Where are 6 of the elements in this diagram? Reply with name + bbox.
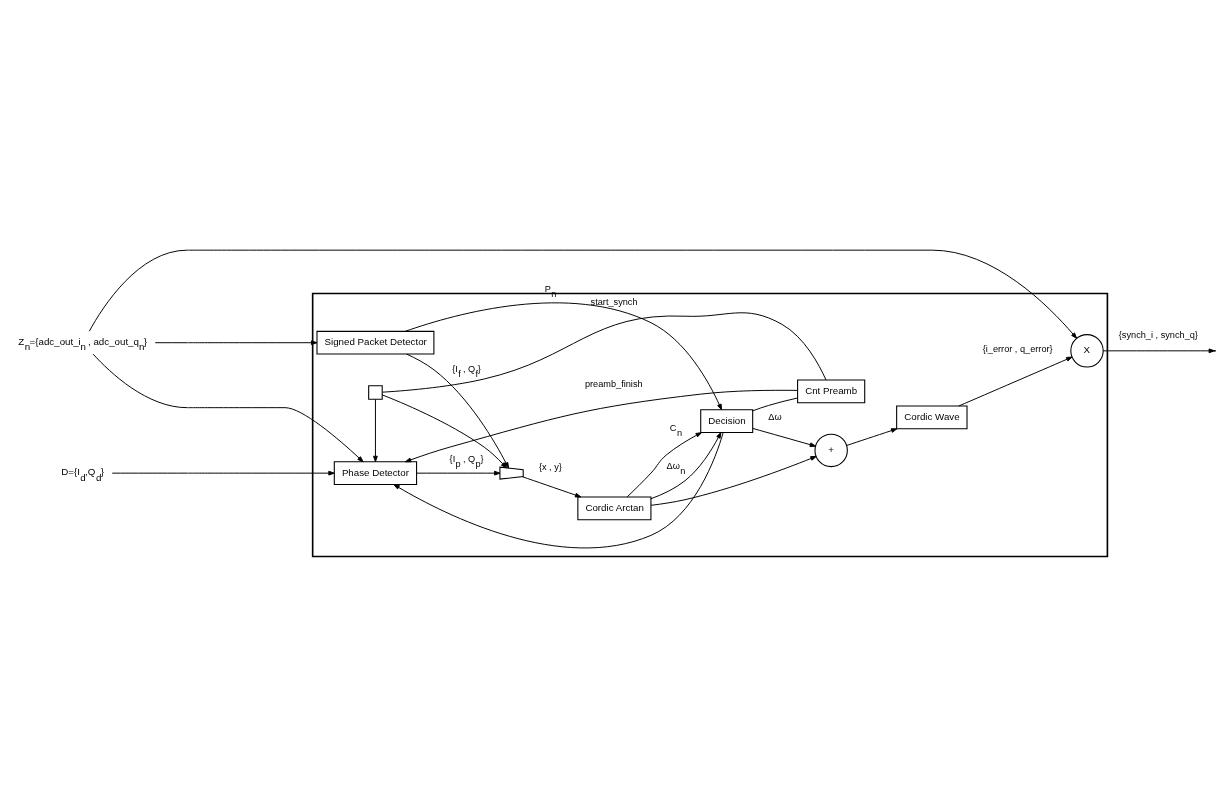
edge-label: {i_error , q_error}: [982, 344, 1053, 355]
edge-label: Δω: [768, 412, 782, 423]
edge-label: {x , y}: [538, 461, 562, 472]
edge-label: {synch_i , synch_q}: [1118, 329, 1198, 340]
edge-label: preamb_finish: [584, 379, 643, 390]
edge-label: start_synch: [590, 296, 638, 307]
